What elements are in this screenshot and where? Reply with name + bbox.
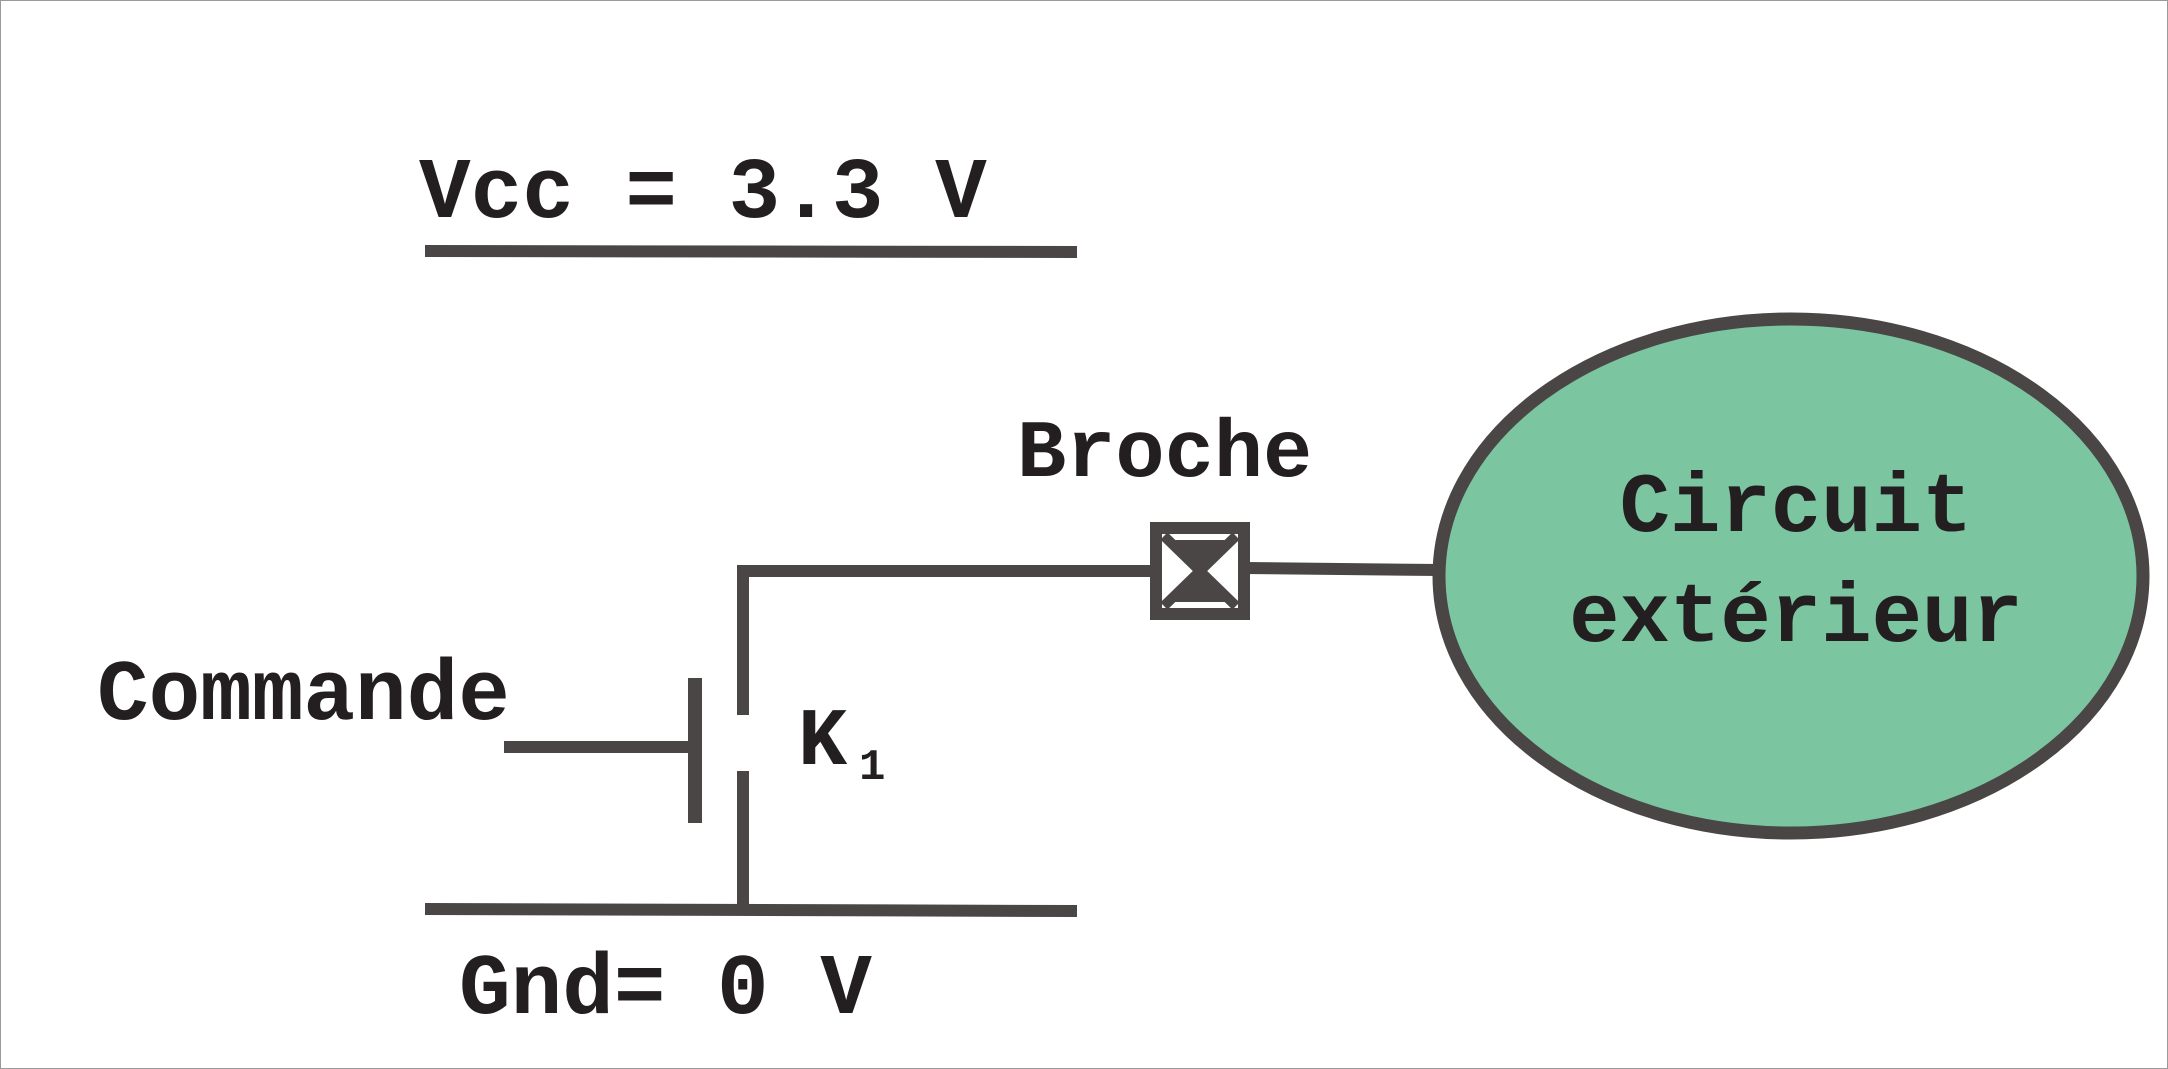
pin-to-circuit-wire [1243, 562, 1440, 576]
switch-label-group: K [798, 696, 848, 789]
switch-subscript: 1 [859, 743, 885, 793]
vcc-label: Vcc = 3.3 V [419, 145, 987, 243]
command-label: Commande [97, 647, 510, 745]
vcc-rail [424, 245, 1078, 258]
ground-rail [424, 903, 1078, 917]
external-circuit-label-line1: Circuit [1620, 462, 1973, 557]
pin-label: Broche [1017, 408, 1312, 501]
pin-connector-icon [1150, 522, 1250, 620]
external-circuit-label-line2: extérieur [1569, 572, 2023, 667]
ground-label: Gnd= 0 V [459, 941, 872, 1039]
external-circuit-shape [1432, 312, 2150, 840]
switch-label: K [798, 696, 848, 789]
